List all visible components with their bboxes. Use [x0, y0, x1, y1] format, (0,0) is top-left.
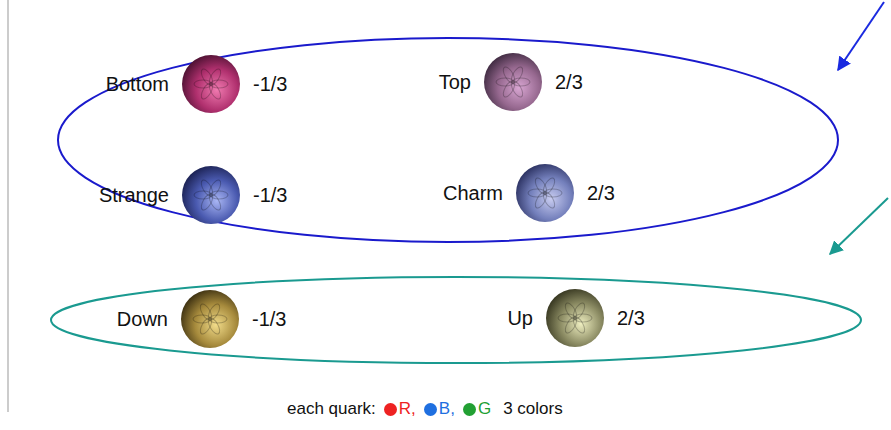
quark-sphere [180, 289, 240, 349]
quark-sphere [515, 163, 575, 223]
quark-name: Up [507, 307, 533, 330]
quark-sphere [181, 290, 239, 348]
quark-sphere [181, 165, 241, 225]
group-outline [58, 38, 838, 242]
color-swatch [424, 403, 437, 416]
sphere-texture [533, 176, 549, 196]
quark-sphere [181, 54, 241, 114]
quark-sphere [545, 288, 605, 348]
pointer-arrow [830, 198, 888, 254]
note-label: each quark: [287, 399, 376, 419]
quark-name: Down [117, 308, 168, 331]
sphere-texture [199, 178, 215, 198]
group-ellipse: Bottom-1/3Top2/3Strange-1/3Charm2/3 [57, 37, 839, 243]
legend-item: B, [416, 399, 455, 419]
quark-item: Bottom -1/3 [106, 54, 288, 114]
quark-sphere [483, 52, 543, 112]
pointer-arrow [838, 2, 884, 70]
sphere-texture [198, 302, 214, 322]
quark-sphere [483, 52, 543, 112]
quark-name: Top [439, 71, 471, 94]
charge-value: -1/3 [253, 73, 287, 96]
charge-value: -1/3 [253, 184, 287, 207]
color-swatch [463, 403, 476, 416]
quark-sphere [516, 164, 574, 222]
charge-value: -1/3 [252, 308, 286, 331]
sphere-texture [207, 178, 223, 198]
quark-name: Strange [99, 184, 169, 207]
quark-item: Down -1/3 [117, 289, 287, 349]
quark-sphere [181, 165, 241, 225]
quark-sphere [515, 163, 575, 223]
group-ellipse: Down -1/3 Up 2/3 [50, 276, 862, 364]
group-outline [51, 277, 861, 363]
quark-sphere [182, 55, 240, 113]
color-swatch [384, 403, 397, 416]
quark-item: Up 2/3 [507, 288, 644, 348]
quark-name: Charm [443, 182, 503, 205]
color-note: each quark: R, B, G 3 colors [287, 399, 563, 419]
color-name: B, [439, 399, 455, 419]
group-outline [57, 37, 839, 243]
sphere-texture [563, 301, 579, 321]
quark-sphere [180, 289, 240, 349]
sphere-texture [571, 301, 587, 321]
sphere-texture [509, 65, 525, 85]
quark-sphere [546, 289, 604, 347]
legend-item: R, [376, 399, 416, 419]
color-name: R, [399, 399, 416, 419]
note-label: 3 colors [503, 399, 563, 419]
quark-item: Charm 2/3 [443, 163, 615, 223]
quark-item: Strange -1/3 [99, 165, 288, 225]
quark-sphere [182, 166, 240, 224]
legend-item: G [455, 399, 491, 419]
quark-sphere [484, 53, 542, 111]
charge-value: 2/3 [587, 182, 615, 205]
quark-sphere [181, 54, 241, 114]
charge-value: 2/3 [617, 307, 645, 330]
sphere-texture [541, 176, 557, 196]
sphere-texture [501, 65, 517, 85]
charge-value: 2/3 [555, 71, 583, 94]
group-outline [50, 276, 862, 364]
quark-item: Top 2/3 [439, 52, 583, 112]
page-border [7, 0, 9, 412]
quark-name: Bottom [106, 73, 169, 96]
quark-sphere [545, 288, 605, 348]
sphere-texture [199, 67, 215, 87]
sphere-texture [206, 302, 222, 322]
color-name: G [478, 399, 491, 419]
sphere-texture [207, 67, 223, 87]
